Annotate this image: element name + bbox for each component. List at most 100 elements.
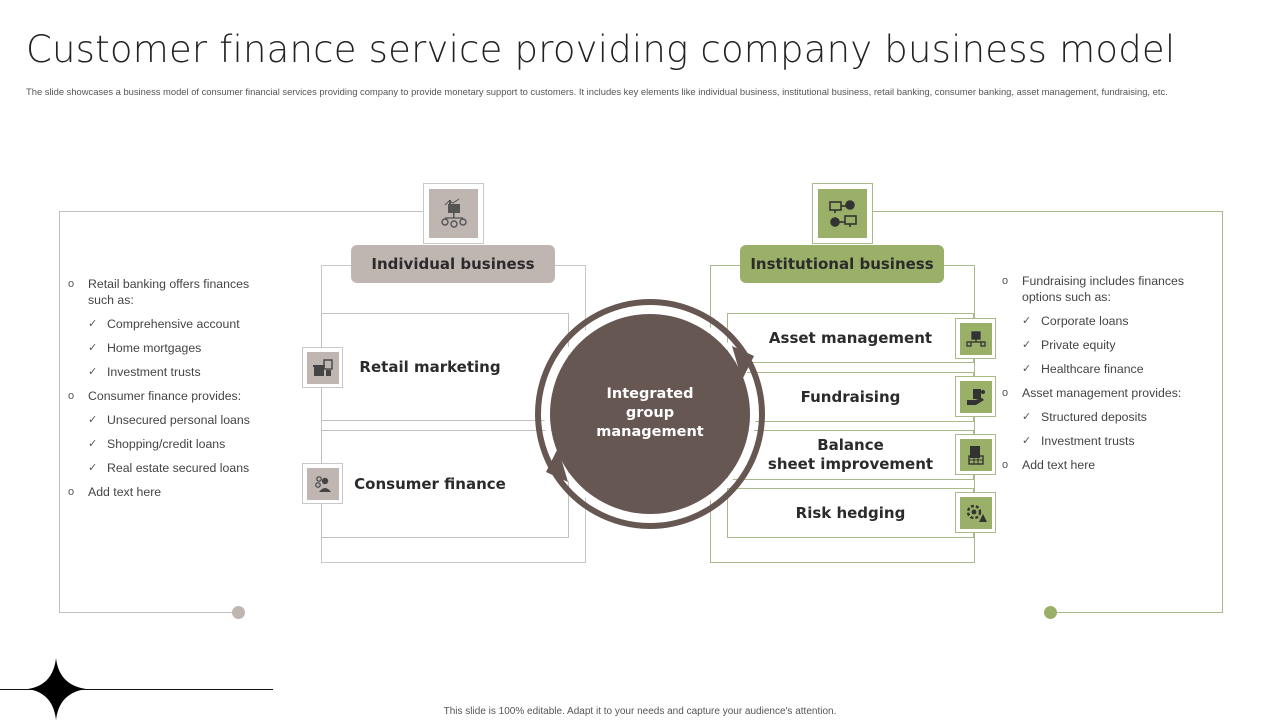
center-label: Integrated group management — [560, 385, 740, 442]
list-item-text: Add text here — [88, 485, 162, 499]
decorative-line — [0, 689, 273, 690]
list-item-text: Investment trusts — [107, 365, 201, 379]
risk-hedging-icon-frame — [955, 492, 996, 533]
list-item-text: Shopping/credit loans — [107, 437, 226, 451]
balance-sheet-improvement-card: Balance sheet improvement — [727, 430, 974, 480]
gear-warning-icon — [966, 504, 987, 522]
list-item-text: Consumer finance provides: — [88, 389, 242, 403]
cycle-arrow-bottom-left — [546, 448, 568, 482]
checkmark-icon: ✓ — [1022, 363, 1032, 375]
list-item-text: Fundraising includes finances options su… — [1022, 274, 1185, 304]
retail-marketing-label: Retail marketing — [359, 357, 501, 376]
hand-money-icon — [966, 388, 985, 405]
asset-management-label: Asset management — [768, 328, 933, 347]
list-subitem: ✓ Home mortgages — [68, 340, 268, 356]
risk-hedging-label: Risk hedging — [795, 503, 906, 522]
list-item-text: Structured deposits — [1041, 410, 1147, 424]
checkmark-icon: ✓ — [88, 342, 98, 354]
list-item-text: Private equity — [1041, 338, 1116, 352]
consumer-finance-card: Consumer finance — [321, 430, 569, 538]
checkmark-icon: ✓ — [88, 414, 98, 426]
footer-note: This slide is 100% editable. Adapt it to… — [443, 706, 837, 717]
list-item-text: Comprehensive account — [107, 317, 240, 331]
circle-bullet-icon: o — [68, 278, 75, 290]
asset-management-card: Asset management — [727, 313, 974, 363]
left-connector-dot — [232, 606, 245, 619]
outer-cycle-ring — [535, 299, 765, 529]
list-subitem: ✓ Unsecured personal loans — [68, 412, 268, 428]
institutional-business-icon-frame — [812, 183, 873, 244]
list-subitem: ✓ Real estate secured loans — [68, 460, 268, 476]
checkmark-icon: ✓ — [88, 366, 98, 378]
checkmark-icon: ✓ — [88, 438, 98, 450]
integrated-group-management-cycle — [535, 299, 765, 529]
checkmark-icon: ✓ — [1022, 339, 1032, 351]
list-subitem: ✓ Structured deposits — [1002, 409, 1202, 425]
list-item-text: Add text here — [1022, 458, 1096, 472]
list-item-text: Investment trusts — [1041, 434, 1135, 448]
checkmark-icon: ✓ — [1022, 411, 1032, 423]
list-subitem: ✓ Investment trusts — [68, 364, 268, 380]
list-subitem: ✓ Investment trusts — [1002, 433, 1202, 449]
left-connector-line — [59, 211, 425, 212]
individual-business-icon-frame — [423, 183, 484, 244]
retail-store-icon — [312, 358, 333, 376]
list-subitem: ✓ Corporate loans — [1002, 313, 1202, 329]
circle-bullet-icon: o — [68, 390, 75, 402]
retail-marketing-card: Retail marketing — [321, 313, 569, 421]
consumer-finance-label: Consumer finance — [354, 474, 506, 493]
retail-marketing-icon-frame — [302, 347, 343, 388]
business-network-icon — [440, 198, 467, 228]
list-item-text: Asset management provides: — [1022, 386, 1182, 400]
cycle-arrow-top-right — [732, 346, 754, 380]
balance-sheet-icon-frame — [955, 434, 996, 475]
list-item: o Add text here — [68, 484, 268, 500]
circle-bullet-icon: o — [1002, 459, 1009, 471]
slide-subtitle: The slide showcases a business model of … — [26, 86, 1168, 97]
checkmark-icon: ✓ — [1022, 435, 1032, 447]
list-item-text: Real estate secured loans — [107, 461, 250, 475]
list-item: o Fundraising includes finances options s… — [1002, 273, 1202, 305]
list-item-text: Corporate loans — [1041, 314, 1129, 328]
asset-management-icon-frame — [955, 318, 996, 359]
list-item-text: Healthcare finance — [1041, 362, 1144, 376]
center-label-line1: Integrated — [606, 386, 694, 402]
risk-hedging-card: Risk hedging — [727, 488, 974, 538]
fundraising-label: Fundraising — [800, 387, 901, 406]
center-label-line2: group — [625, 405, 675, 421]
right-connector-dot — [1044, 606, 1057, 619]
list-subitem: ✓ Private equity — [1002, 337, 1202, 353]
fundraising-icon-frame — [955, 376, 996, 417]
institutional-business-details-list: o Fundraising includes finances options s… — [1002, 273, 1202, 481]
list-item-text: Home mortgages — [107, 341, 202, 355]
asset-network-icon — [965, 330, 986, 347]
checkmark-icon: ✓ — [88, 462, 98, 474]
center-label-line3: management — [596, 424, 704, 440]
individual-business-header: Individual business — [351, 245, 555, 283]
sparkle-star-icon — [28, 658, 86, 720]
consumer-finance-icon-frame — [302, 463, 343, 504]
right-connector-line — [872, 211, 1223, 212]
circle-bullet-icon: o — [1002, 275, 1009, 287]
slide-title: Customer finance service providing compa… — [26, 28, 1176, 71]
inner-cycle-ring — [544, 308, 756, 520]
circle-bullet-icon: o — [68, 486, 75, 498]
list-item: o Add text here — [1002, 457, 1202, 473]
left-outer-bracket — [59, 211, 239, 613]
list-item: o Consumer finance provides: — [68, 388, 268, 404]
balance-sheet-label-line1: Balance — [817, 436, 884, 454]
balance-sheet-icon — [967, 445, 984, 465]
circle-bullet-icon: o — [1002, 387, 1009, 399]
checkmark-icon: ✓ — [1022, 315, 1032, 327]
list-subitem: ✓ Healthcare finance — [1002, 361, 1202, 377]
institutional-business-header: Institutional business — [740, 245, 944, 283]
list-item-text: Unsecured personal loans — [107, 413, 250, 427]
right-outer-bracket — [1050, 211, 1223, 613]
checkmark-icon: ✓ — [88, 318, 98, 330]
balance-sheet-label-line2: sheet improvement — [767, 455, 934, 473]
fundraising-card: Fundraising — [727, 372, 974, 422]
list-item: o Asset management provides: — [1002, 385, 1202, 401]
money-transfer-network-icon — [828, 199, 857, 227]
center-circle — [550, 314, 750, 514]
